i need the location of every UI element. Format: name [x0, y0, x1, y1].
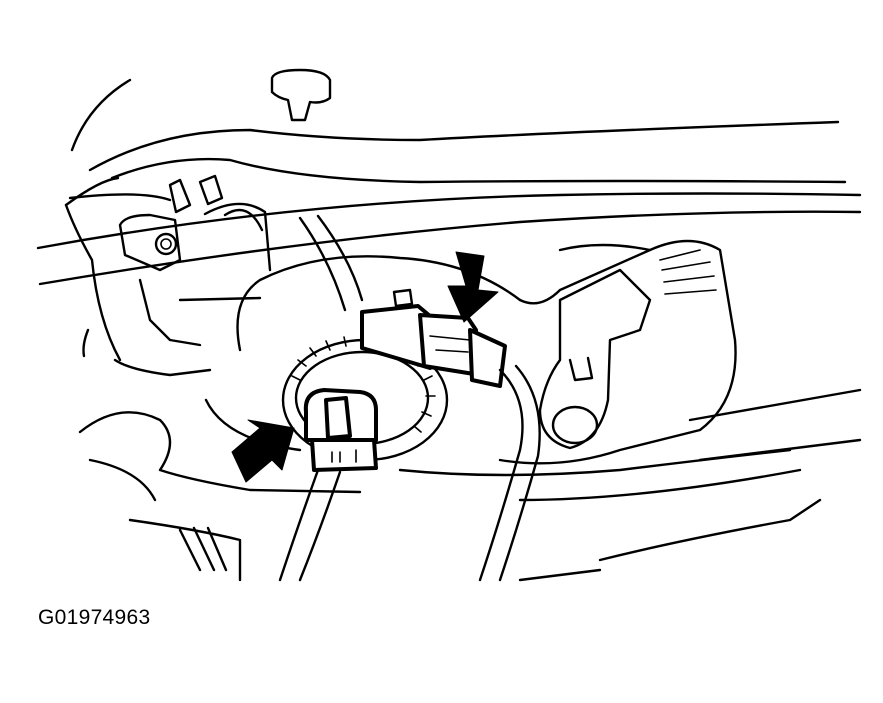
connector-upper	[360, 288, 507, 388]
lower-body	[78, 388, 862, 582]
figure-id-label: G01974963	[38, 606, 151, 629]
body-panel	[64, 78, 847, 362]
bracket-bolt	[113, 174, 272, 377]
connector-lower	[303, 388, 378, 472]
mounting-bracket-right	[538, 268, 652, 450]
reservoir-cap	[270, 68, 332, 122]
arrow-upper	[447, 251, 499, 323]
wiring-harness	[278, 364, 541, 582]
horizontal-cable	[36, 192, 862, 286]
arrow-lower	[231, 419, 295, 483]
